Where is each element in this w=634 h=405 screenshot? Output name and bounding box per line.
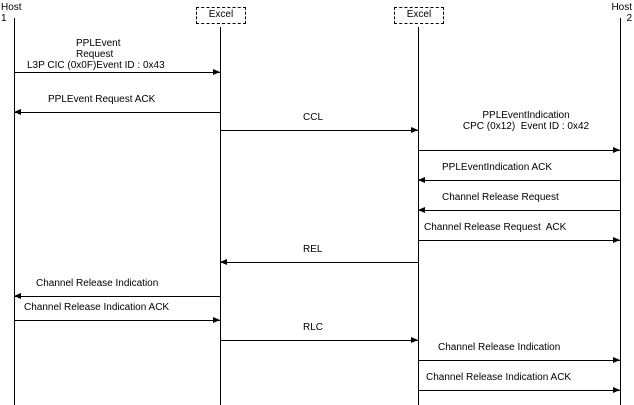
message-arrowhead-m1 [213,69,220,75]
lifeline-header-host2: Host 2 [611,2,632,24]
lifeline-header-host1: Host 1 [1,2,22,24]
message-label-m13: Channel Release Indication ACK [426,372,572,383]
message-line-m5 [418,180,620,181]
message-arrowhead-m13 [613,387,620,393]
message-line-m4 [418,150,620,151]
lifeline-header-excel-right: Excel [394,7,444,24]
message-line-m3 [220,130,418,131]
message-label-m8: REL [303,244,323,255]
message-line-m2 [14,112,220,113]
message-arrowhead-m12 [613,357,620,363]
message-arrowhead-m6 [418,207,425,213]
message-label-m4: PPLEventIndication CPC (0x12) Event ID :… [462,110,590,132]
message-arrowhead-m9 [14,293,21,299]
message-label-m7: Channel Release Request ACK [424,222,567,233]
message-line-m10 [14,320,220,321]
message-line-m13 [418,390,620,391]
message-label-m9: Channel Release Indication [36,278,159,289]
message-arrowhead-m4 [613,147,620,153]
message-label-m3: CCL [303,112,324,123]
message-arrowhead-m11 [411,337,418,343]
lifeline-header-excel-left: Excel [196,7,246,24]
message-line-m8 [220,262,418,263]
message-line-m12 [418,360,620,361]
message-label-m2: PPLEvent Request ACK [48,94,156,105]
message-label-m6: Channel Release Request [442,192,559,203]
message-sublabel-m1: L3P CIC (0x0F)Event ID : 0x43 [27,60,165,71]
message-arrowhead-m8 [220,259,227,265]
message-label-m11: RLC [303,322,324,333]
message-line-m11 [220,340,418,341]
message-label-m1: PPLEvent Request [76,38,121,60]
message-label-m12: Channel Release Indication [438,342,561,353]
message-arrowhead-m3 [411,127,418,133]
message-line-m7 [418,240,620,241]
message-arrowhead-m10 [213,317,220,323]
message-label-m10: Channel Release Indication ACK [24,302,170,313]
message-label-m5: PPLEventIndication ACK [442,162,553,173]
lifeline-host2 [620,18,621,405]
message-arrowhead-m7 [613,237,620,243]
lifeline-excel-left [220,27,221,405]
lifeline-excel-right [418,27,419,405]
message-line-m1 [14,72,220,73]
lifeline-host1 [14,18,15,405]
message-line-m6 [418,210,620,211]
message-arrowhead-m2 [14,109,21,115]
message-line-m9 [14,296,220,297]
message-arrowhead-m5 [418,177,425,183]
